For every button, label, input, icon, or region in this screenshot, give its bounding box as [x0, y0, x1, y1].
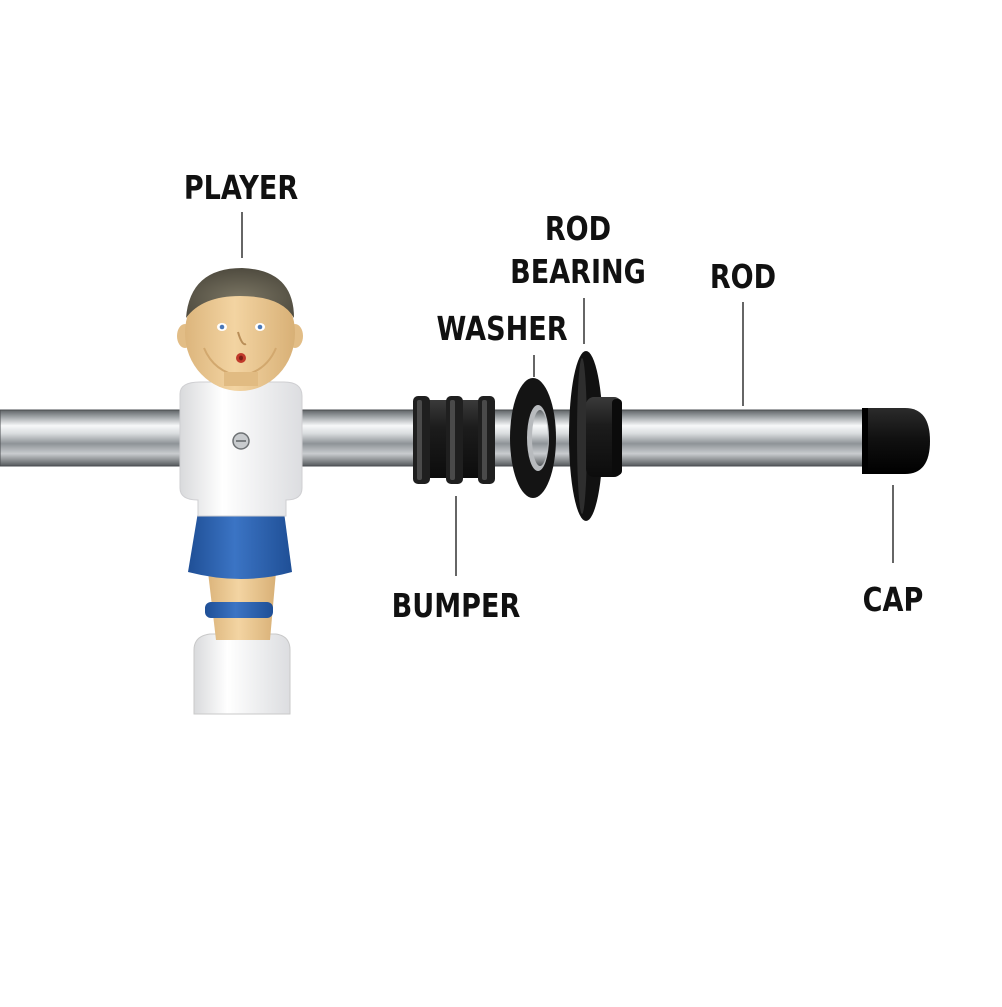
rod-bearing: [569, 351, 622, 521]
cap-leader-line: [892, 485, 894, 563]
bumper-leader-line: [455, 496, 457, 576]
player-leader-line: [241, 212, 243, 258]
cap-label: CAP: [862, 580, 924, 619]
washer-leader-line: [533, 355, 535, 377]
player-label: PLAYER: [183, 168, 299, 207]
washer-label: WASHER: [436, 309, 568, 348]
rod-label: ROD: [709, 257, 777, 296]
player-figure: [177, 268, 303, 715]
rod-bearing-label-line2: BEARING: [510, 252, 646, 291]
washer: [510, 378, 556, 498]
bumper: [413, 396, 495, 484]
bumper-label: BUMPER: [391, 586, 521, 625]
rod-cap: [862, 408, 930, 474]
rod-leader-line: [742, 302, 744, 406]
rod-bearing-leader-line: [583, 298, 585, 344]
rod-bearing-label-line1: ROD: [544, 209, 612, 248]
